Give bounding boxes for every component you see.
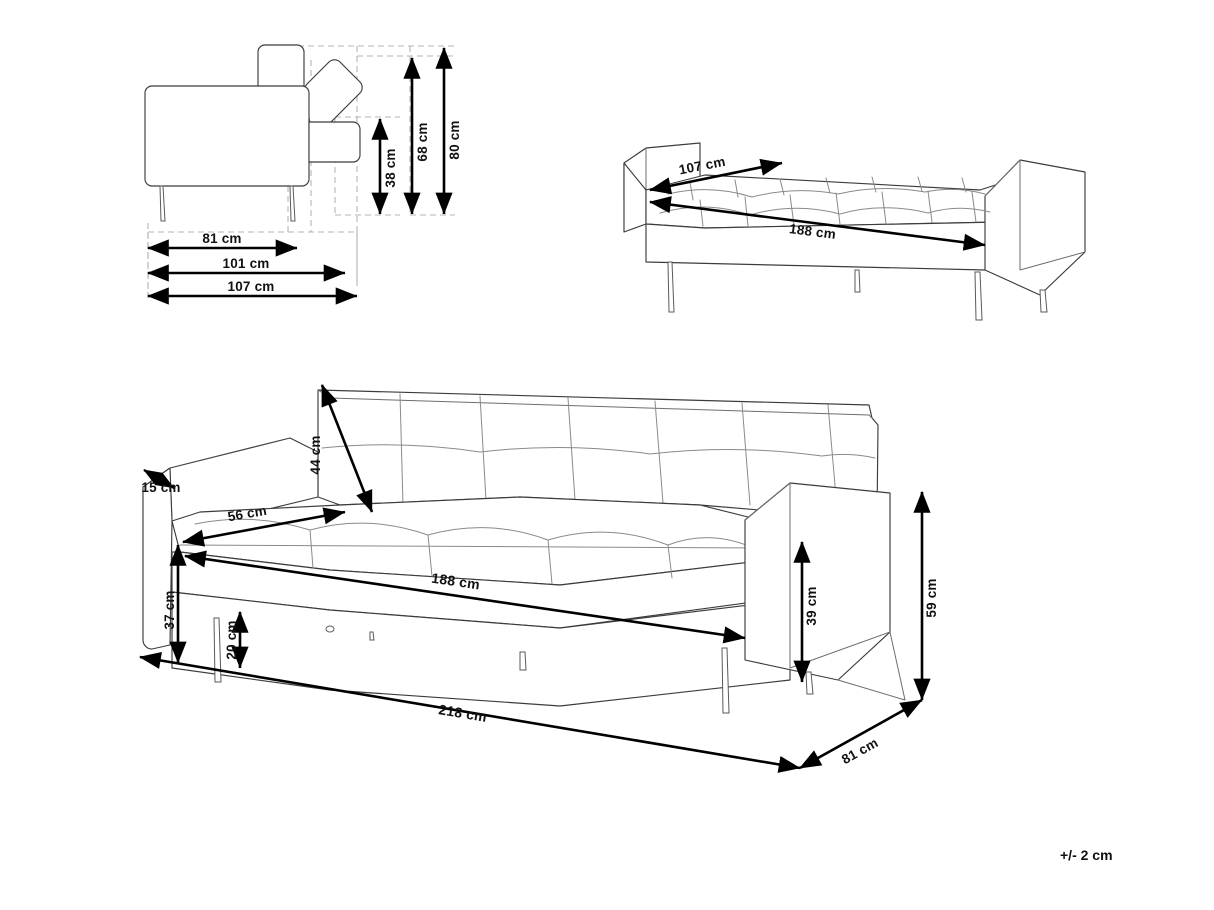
dimline-bed-188 bbox=[648, 196, 986, 251]
dimlabel-bed-188: 188 cm bbox=[788, 221, 837, 242]
bed-leg-1 bbox=[667, 261, 675, 313]
dimline-bed-107 bbox=[648, 158, 783, 195]
dimline-sofa-56 bbox=[181, 507, 346, 547]
dimlabel-side-38: 38 cm bbox=[383, 148, 398, 187]
dimlabel-sofa-56: 56 cm bbox=[227, 503, 268, 525]
dimlabel-sofa-81: 81 cm bbox=[839, 735, 881, 767]
dimlabel-sofa-59: 59 cm bbox=[924, 578, 939, 617]
dimlabel-side-107: 107 cm bbox=[228, 279, 275, 294]
bed-left-armrest-face bbox=[623, 162, 647, 233]
dimline-sofa-188 bbox=[183, 550, 746, 644]
bed-leg-3 bbox=[974, 271, 983, 321]
dimlabel-bed-107: 107 cm bbox=[678, 154, 727, 178]
dimline-sofa-15 bbox=[143, 469, 175, 489]
dimlabel-sofa-44: 44 cm bbox=[308, 435, 323, 474]
bed-view-dimensions: 107 cm 188 cm bbox=[648, 154, 986, 251]
dimlabel-sofa-37: 37 cm bbox=[162, 590, 177, 629]
dimline-sofa-81 bbox=[799, 698, 923, 770]
dimlabel-sofa-218: 218 cm bbox=[437, 701, 488, 725]
dimlabel-side-80: 80 cm bbox=[447, 120, 462, 159]
dimline-sofa-44 bbox=[320, 384, 374, 513]
side-view-group bbox=[144, 44, 455, 298]
dimlabel-side-101: 101 cm bbox=[223, 256, 270, 271]
side-sofa-body bbox=[144, 85, 310, 187]
sofa-floor-projection-right bbox=[837, 631, 906, 701]
sofa-view-dimensions: 15 cm 44 cm 56 cm 188 cm 37 cm 20 cm 39 … bbox=[138, 384, 939, 773]
dimlabel-sofa-15: 15 cm bbox=[141, 480, 180, 495]
dimlabel-side-81: 81 cm bbox=[202, 231, 241, 246]
tolerance-note: +/- 2 cm bbox=[1060, 847, 1113, 863]
side-leg-left bbox=[159, 185, 166, 222]
dimlabel-sofa-39: 39 cm bbox=[804, 586, 819, 625]
side-view-dimensions: 80 cm 68 cm 38 cm 81 cm 101 cm 107 cm bbox=[146, 46, 462, 305]
bed-leg-4 bbox=[1039, 289, 1048, 313]
side-folded-section bbox=[308, 121, 361, 163]
dimline-sofa-218 bbox=[138, 651, 801, 773]
dimlabel-side-68: 68 cm bbox=[415, 122, 430, 161]
sofa-left-armrest-face bbox=[142, 467, 173, 650]
side-leg-right bbox=[289, 185, 296, 222]
dimlabel-sofa-188: 188 cm bbox=[430, 570, 480, 593]
bed-leg-2 bbox=[854, 269, 861, 293]
dimlabel-sofa-20: 20 cm bbox=[224, 620, 239, 659]
